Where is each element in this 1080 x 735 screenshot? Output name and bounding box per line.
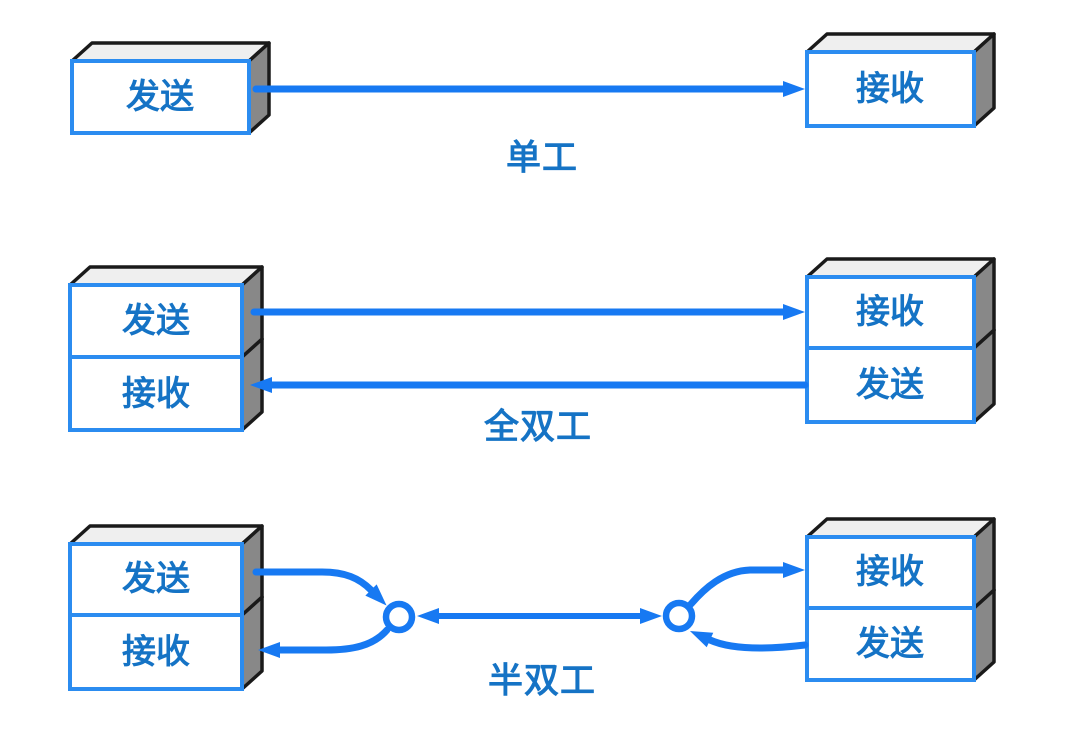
box-label-send: 发送 [856, 625, 924, 663]
section-label-full-duplex: 全双工 [483, 407, 592, 447]
box-front-face [805, 275, 976, 350]
half-duplex-left-stack: 发送 接收 [68, 524, 264, 691]
box-front-face [805, 346, 976, 424]
half-duplex-right-junction-to-receive [687, 562, 805, 608]
box-label-send: 发送 [122, 560, 190, 598]
box-top-face [805, 257, 996, 279]
box-label-receive: 接收 [122, 375, 190, 413]
section-full-duplex: 发送 接收 接收 发送 全双工 [68, 257, 996, 447]
box-front-face [805, 535, 976, 610]
full-duplex-right-stack: 接收 发送 [805, 257, 996, 424]
section-half-duplex: 发送 接收 接收 发送 半双工 [68, 517, 996, 701]
box-side-face [972, 257, 996, 350]
box-front-face [68, 542, 244, 617]
right-junction-node-icon [662, 599, 696, 633]
box-front-face [68, 283, 244, 359]
left-junction-node-icon [382, 600, 416, 634]
box-top-face [805, 32, 996, 54]
section-label-simplex: 单工 [506, 139, 578, 178]
box-top-face [70, 41, 271, 63]
half-duplex-send-to-left-junction [252, 568, 387, 606]
simplex-sender-box: 发送 [70, 41, 271, 135]
section-simplex: 发送 接收 单工 [70, 32, 996, 178]
box-front-face [805, 50, 976, 128]
half-duplex-right-stack: 接收 发送 [805, 517, 996, 682]
section-label-half-duplex: 半双工 [488, 662, 596, 701]
box-label-receive: 接收 [122, 633, 190, 671]
box-label-send: 发送 [122, 302, 190, 340]
simplex-receiver-box: 接收 [805, 32, 996, 128]
half-duplex-send-to-right-junction [689, 630, 809, 652]
box-top-face [68, 524, 264, 546]
box-front-face [68, 613, 244, 691]
box-top-face [68, 265, 264, 287]
box-side-face [972, 517, 996, 610]
box-front-face [70, 59, 251, 135]
box-label-receive: 接收 [856, 553, 924, 591]
box-top-face [805, 517, 996, 539]
box-label-receive: 接收 [856, 293, 924, 331]
box-label-receive: 接收 [856, 70, 924, 108]
full-duplex-left-stack: 发送 接收 [68, 265, 264, 432]
half-duplex-left-junction-to-receive [258, 626, 391, 658]
box-side-face [972, 32, 996, 128]
box-label-send: 发送 [856, 366, 924, 404]
box-label-send: 发送 [126, 78, 194, 116]
